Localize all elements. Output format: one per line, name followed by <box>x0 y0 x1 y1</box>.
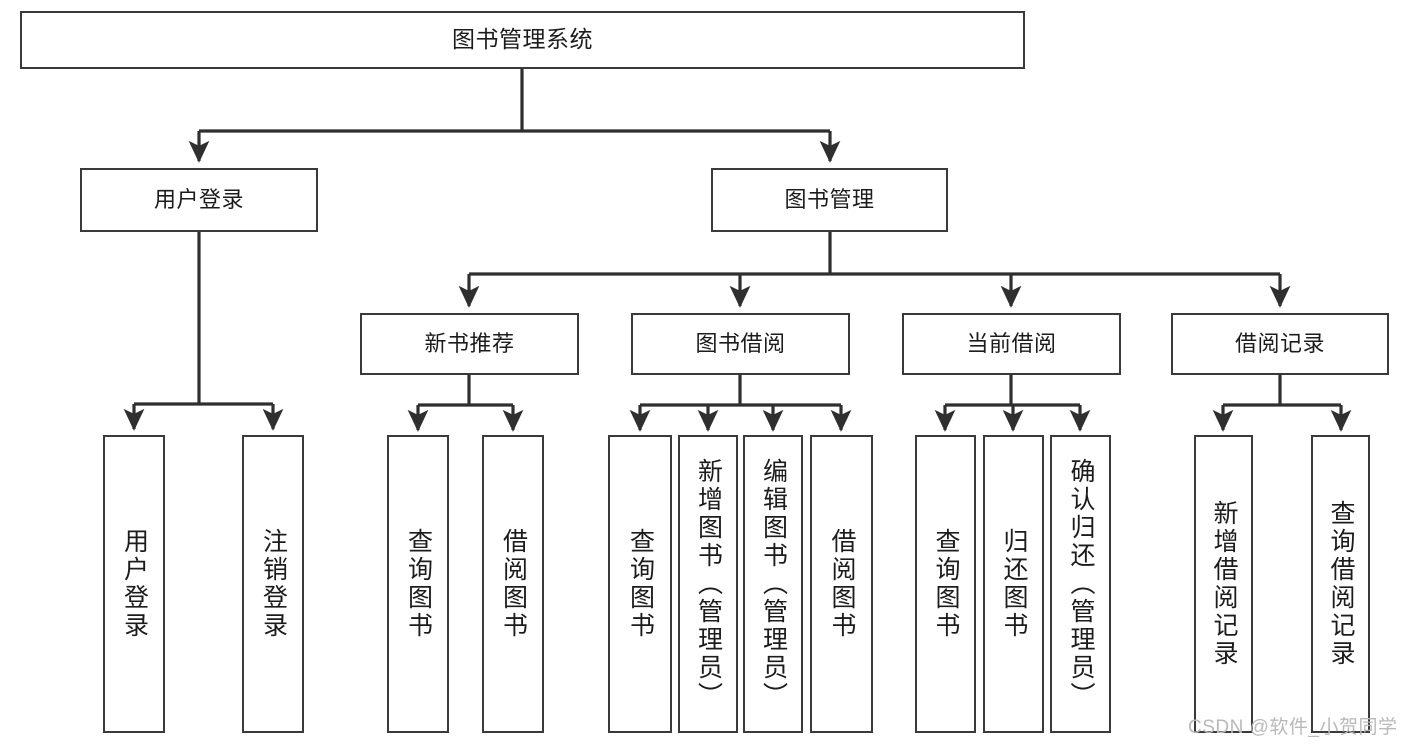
node-leaf-query-record[interactable]: 查询借阅记录 <box>1311 435 1370 733</box>
node-leaf-query-book-3[interactable]: 查询图书 <box>915 435 976 733</box>
node-user-login-label: 用户登录 <box>153 187 244 213</box>
node-user-login[interactable]: 用户登录 <box>80 168 318 232</box>
node-leaf-add-record-label: 新增借阅记录 <box>1210 500 1238 668</box>
node-leaf-query-book-3-label: 查询图书 <box>932 528 960 640</box>
node-current-borrow-label: 当前借阅 <box>966 331 1057 357</box>
node-leaf-query-book-2-label: 查询图书 <box>626 528 655 640</box>
node-leaf-confirm-return-label: 确认归还（管理员） <box>1067 458 1095 710</box>
node-current-borrow[interactable]: 当前借阅 <box>902 313 1121 375</box>
node-leaf-borrow-book-1-label: 借阅图书 <box>499 528 528 640</box>
node-leaf-user-login-label: 用户登录 <box>120 528 149 640</box>
node-borrow-record[interactable]: 借阅记录 <box>1171 313 1389 375</box>
node-leaf-add-book[interactable]: 新增图书（管理员） <box>678 435 738 733</box>
node-leaf-query-book-1-label: 查询图书 <box>404 528 433 640</box>
node-leaf-confirm-return[interactable]: 确认归还（管理员） <box>1050 435 1111 733</box>
node-leaf-query-book-2[interactable]: 查询图书 <box>608 435 672 733</box>
node-leaf-query-record-label: 查询借阅记录 <box>1327 500 1355 668</box>
node-leaf-user-login[interactable]: 用户登录 <box>103 435 165 733</box>
node-book-borrow-label: 图书借阅 <box>695 331 786 357</box>
node-leaf-add-record[interactable]: 新增借阅记录 <box>1194 435 1253 733</box>
node-leaf-borrow-book-2[interactable]: 借阅图书 <box>810 435 873 733</box>
node-root[interactable]: 图书管理系统 <box>20 11 1025 69</box>
node-borrow-record-label: 借阅记录 <box>1234 331 1325 357</box>
node-leaf-query-book-1[interactable]: 查询图书 <box>387 435 449 733</box>
node-new-book-rec-label: 新书推荐 <box>424 331 515 357</box>
node-leaf-return-book[interactable]: 归还图书 <box>983 435 1044 733</box>
node-leaf-logout-label: 注销登录 <box>259 528 288 640</box>
node-root-label: 图书管理系统 <box>452 26 593 53</box>
node-leaf-borrow-book-1[interactable]: 借阅图书 <box>482 435 544 733</box>
node-book-manage-label: 图书管理 <box>784 187 875 213</box>
node-leaf-add-book-label: 新增图书（管理员） <box>694 458 723 710</box>
node-leaf-borrow-book-2-label: 借阅图书 <box>828 528 856 640</box>
node-new-book-rec[interactable]: 新书推荐 <box>360 313 579 375</box>
node-leaf-logout[interactable]: 注销登录 <box>242 435 304 733</box>
node-leaf-return-book-label: 归还图书 <box>1000 528 1028 640</box>
csdn-watermark: CSDN @软件_小贺同学 <box>1188 717 1398 738</box>
node-leaf-edit-book[interactable]: 编辑图书（管理员） <box>743 435 803 733</box>
node-book-manage[interactable]: 图书管理 <box>711 168 948 232</box>
node-book-borrow[interactable]: 图书借阅 <box>631 313 850 375</box>
node-leaf-edit-book-label: 编辑图书（管理员） <box>759 458 788 710</box>
